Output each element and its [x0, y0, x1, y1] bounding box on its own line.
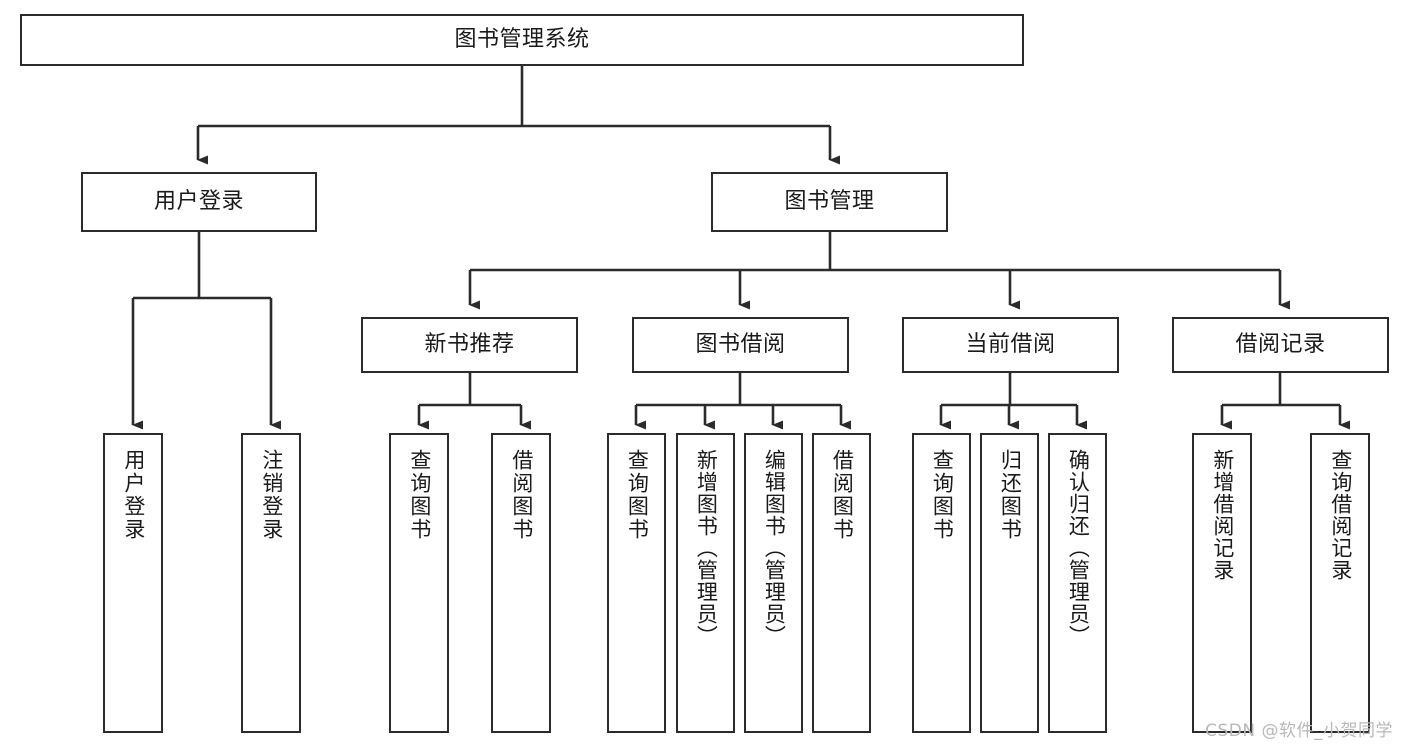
node-leaf-edit-book-admin[interactable]: 编辑图书（管理员） [744, 433, 803, 733]
node-root-book-management-system[interactable]: 图书管理系统 [20, 14, 1024, 66]
node-book-borrowing[interactable]: 图书借阅 [632, 317, 849, 373]
node-label: 归还图书 [998, 449, 1023, 541]
node-leaf-borrow-books[interactable]: 借阅图书 [812, 433, 871, 733]
node-leaf-logout[interactable]: 注销登录 [241, 433, 301, 733]
node-leaf-query-books-borrow[interactable]: 查询图书 [607, 433, 666, 733]
node-user-login[interactable]: 用户登录 [81, 172, 317, 232]
node-label: 查询借阅记录 [1328, 449, 1353, 581]
node-leaf-return-books[interactable]: 归还图书 [980, 433, 1039, 733]
csdn-watermark: CSDN @软件_小贺同学 [1205, 721, 1393, 741]
node-current-borrowing[interactable]: 当前借阅 [902, 317, 1119, 373]
node-label: 用户登录 [153, 189, 244, 215]
node-label: 用户登录 [121, 449, 146, 541]
node-new-book-recommendation[interactable]: 新书推荐 [361, 317, 578, 373]
node-label: 编辑图书（管理员） [762, 449, 787, 647]
node-leaf-query-books-current[interactable]: 查询图书 [912, 433, 971, 733]
node-leaf-query-books-recommend[interactable]: 查询图书 [389, 433, 449, 733]
node-leaf-user-login[interactable]: 用户登录 [103, 433, 163, 733]
node-label: 确认归还（管理员） [1066, 449, 1091, 647]
node-label: 查询图书 [930, 449, 955, 541]
node-label: 查询图书 [625, 449, 650, 541]
node-label: 图书管理系统 [454, 27, 590, 53]
node-label: 借阅记录 [1235, 332, 1326, 358]
node-label: 借阅图书 [830, 449, 855, 541]
node-leaf-add-book-admin[interactable]: 新增图书（管理员） [676, 433, 735, 733]
node-label: 图书借阅 [695, 332, 786, 358]
node-label: 注销登录 [259, 449, 284, 541]
node-leaf-add-borrow-record[interactable]: 新增借阅记录 [1192, 433, 1252, 733]
node-label: 新增借阅记录 [1210, 449, 1235, 581]
node-borrowing-record[interactable]: 借阅记录 [1172, 317, 1389, 373]
node-leaf-query-borrow-record[interactable]: 查询借阅记录 [1310, 433, 1370, 733]
node-label: 借阅图书 [509, 449, 534, 541]
node-label: 当前借阅 [965, 332, 1056, 358]
node-leaf-borrow-books-recommend[interactable]: 借阅图书 [491, 433, 551, 733]
node-label: 新增图书（管理员） [694, 449, 719, 647]
node-label: 查询图书 [407, 449, 432, 541]
node-leaf-confirm-return-admin[interactable]: 确认归还（管理员） [1048, 433, 1107, 733]
node-label: 图书管理 [784, 189, 875, 215]
node-label: 新书推荐 [424, 332, 515, 358]
node-book-management[interactable]: 图书管理 [711, 172, 948, 232]
